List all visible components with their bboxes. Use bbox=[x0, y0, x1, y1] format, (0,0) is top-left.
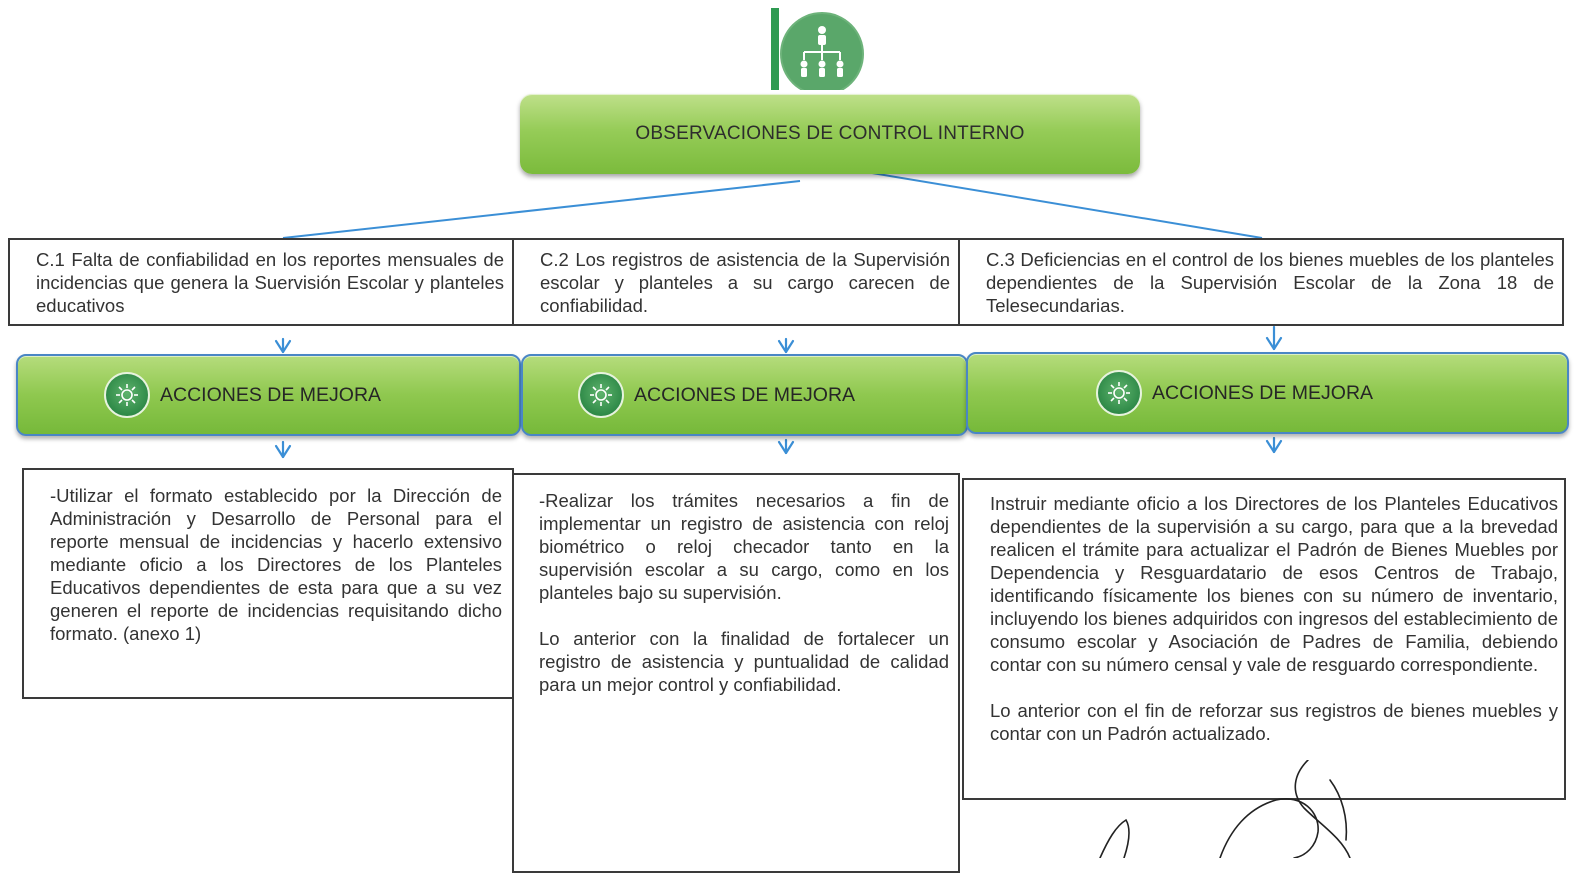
improvement-paragraph: Lo anterior con el fin de reforzar sus r… bbox=[990, 700, 1558, 744]
actions-pill-2: ACCIONES DE MEJORA bbox=[521, 354, 968, 436]
improvement-paragraph: Lo anterior con la finalidad de fortalec… bbox=[539, 628, 949, 695]
actions-pill-label: ACCIONES DE MEJORA bbox=[634, 383, 856, 406]
actions-pill-label: ACCIONES DE MEJORA bbox=[1152, 381, 1374, 404]
improvement-paragraph: -Realizar los trámites necesarios a fin … bbox=[539, 490, 949, 603]
improvement-box-3: Instruir mediante oficio a los Directore… bbox=[962, 478, 1566, 800]
observation-text: C.3 Deficiencias en el control de los bi… bbox=[986, 249, 1554, 316]
diagram-title-text: OBSERVACIONES DE CONTROL INTERNO bbox=[635, 123, 1025, 144]
improvement-box-1: -Utilizar el formato establecido por la … bbox=[22, 468, 514, 699]
lightbulb-gear-icon bbox=[104, 372, 150, 418]
actions-pill-label: ACCIONES DE MEJORA bbox=[160, 383, 382, 406]
organization-chart-icon bbox=[771, 8, 864, 90]
signature bbox=[1099, 760, 1351, 858]
actions-pill-1: ACCIONES DE MEJORA bbox=[16, 354, 521, 436]
improvement-paragraph: Instruir mediante oficio a los Directore… bbox=[990, 493, 1558, 675]
observation-text: C.1 Falta de confiabilidad en los report… bbox=[36, 249, 504, 316]
observation-box-c1: C.1 Falta de confiabilidad en los report… bbox=[8, 238, 514, 326]
improvement-paragraph: -Utilizar el formato establecido por la … bbox=[50, 485, 502, 644]
observation-box-c2: C.2 Los registros de asistencia de la Su… bbox=[512, 238, 960, 326]
improvement-box-2: -Realizar los trámites necesarios a fin … bbox=[512, 473, 960, 873]
lightbulb-gear-icon bbox=[578, 372, 624, 418]
observation-text: C.2 Los registros de asistencia de la Su… bbox=[540, 249, 950, 316]
actions-pill-3: ACCIONES DE MEJORA bbox=[966, 352, 1569, 434]
diagram-title: OBSERVACIONES DE CONTROL INTERNO bbox=[520, 94, 1140, 174]
observation-box-c3: C.3 Deficiencias en el control de los bi… bbox=[958, 238, 1564, 326]
lightbulb-gear-icon bbox=[1096, 370, 1142, 416]
